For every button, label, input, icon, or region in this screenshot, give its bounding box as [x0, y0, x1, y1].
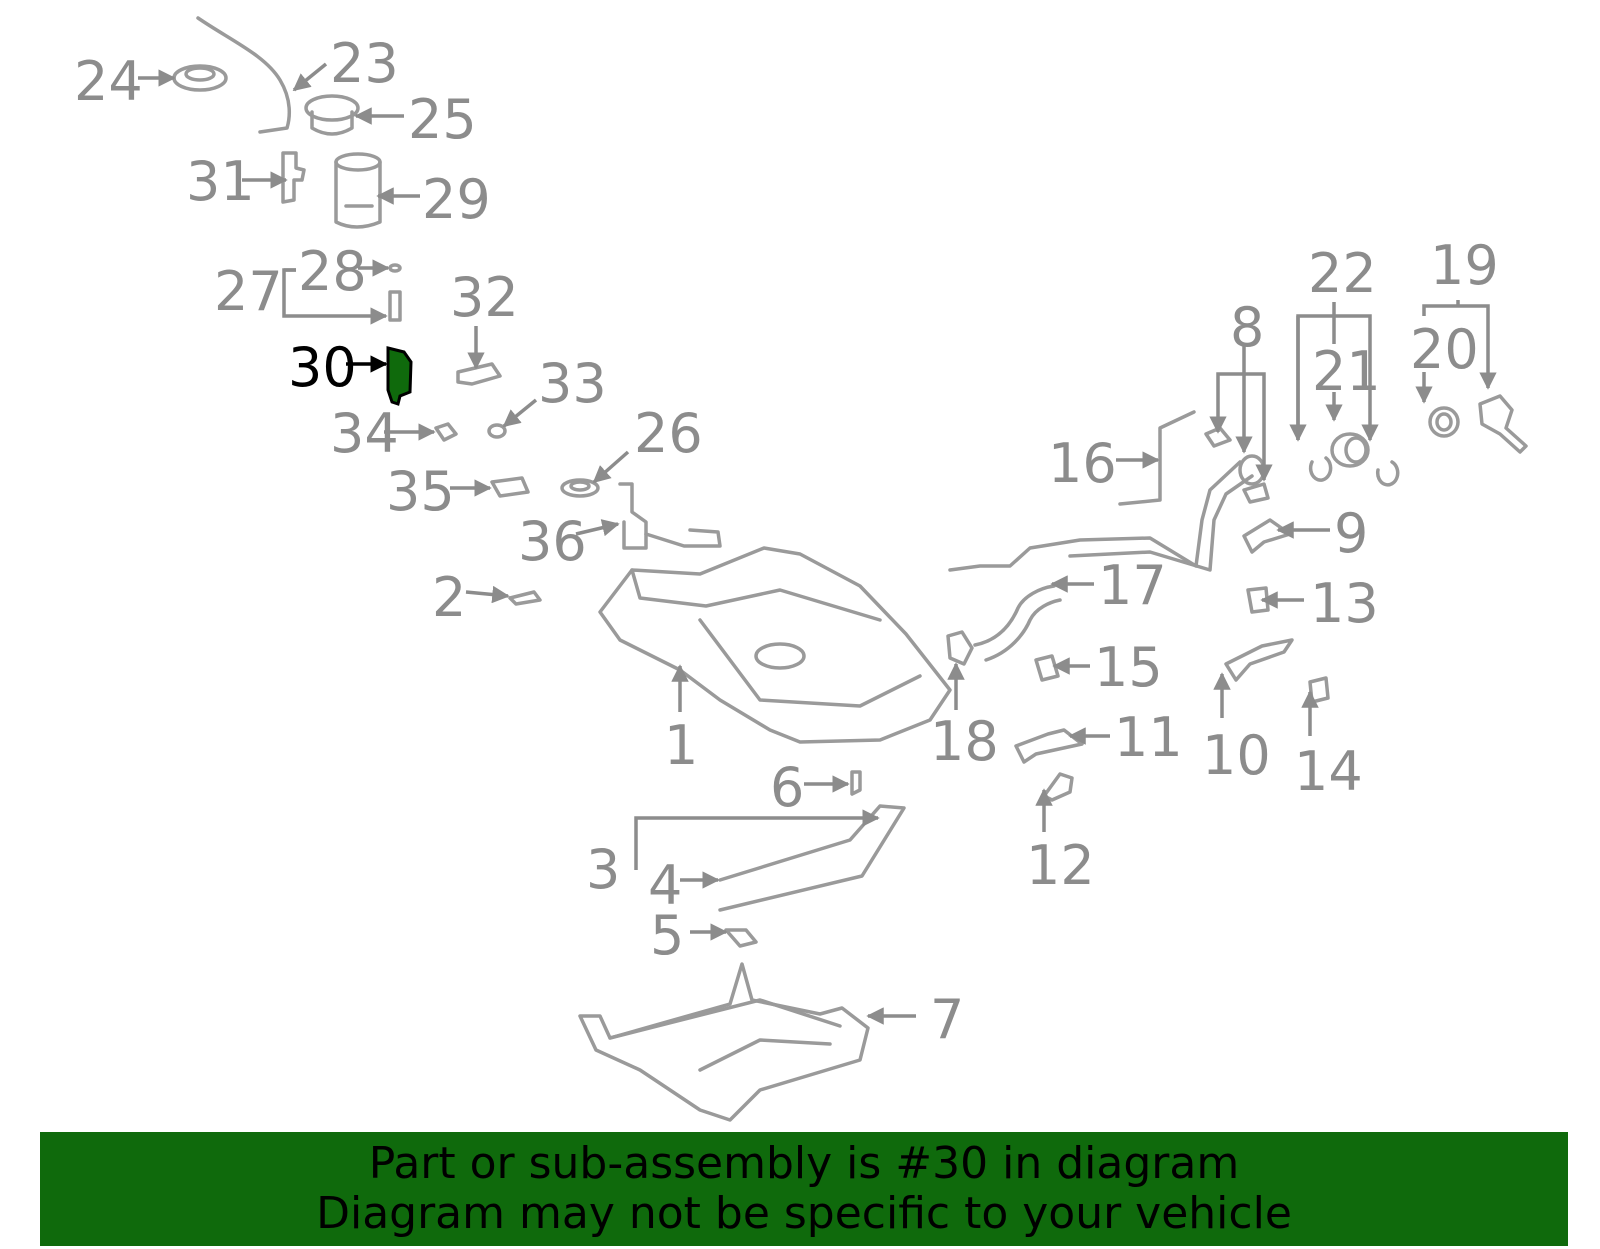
label-3: 3 [586, 838, 620, 901]
label-16: 16 [1048, 432, 1117, 495]
part-35-connector [490, 476, 530, 498]
part-26-gasket-ring [560, 478, 600, 498]
part-20-gasket [1428, 406, 1460, 438]
label-29: 29 [422, 168, 491, 231]
part-14-clip [1308, 676, 1330, 704]
part-23-wire-harness [196, 16, 292, 134]
label-1: 1 [664, 714, 698, 777]
label-28: 28 [298, 240, 367, 303]
part-16-breather-pipe [1118, 410, 1196, 506]
banner-line-1: Part or sub-assembly is #30 in diagram [368, 1138, 1240, 1189]
part-25-cap [304, 94, 360, 136]
part-15-clip [1034, 654, 1060, 682]
part-3-strap [718, 804, 906, 912]
label-20: 20 [1410, 318, 1479, 381]
label-33: 33 [538, 352, 607, 415]
part-10-bracket [1224, 638, 1294, 682]
part-24-gasket [172, 64, 228, 92]
part-19-cap [1478, 394, 1528, 454]
banner-line-2: Diagram may not be specific to your vehi… [316, 1188, 1292, 1239]
part-36-sender [618, 482, 722, 550]
label-22: 22 [1308, 242, 1377, 305]
part-29-pump-body [334, 152, 382, 229]
part-7-protector [578, 962, 870, 1122]
part-13-clip [1246, 586, 1270, 614]
part-1-fuel-tank [598, 546, 952, 744]
part-27-filter [388, 290, 402, 322]
label-21: 21 [1312, 340, 1381, 403]
label-4: 4 [648, 854, 682, 917]
part-5-pad [724, 928, 758, 948]
label-11: 11 [1114, 706, 1183, 769]
label-12: 12 [1026, 834, 1095, 897]
label-13: 13 [1310, 572, 1379, 635]
label-30-highlighted[interactable]: 30 [288, 336, 357, 399]
label-17: 17 [1098, 554, 1167, 617]
part-18-clamp [946, 630, 974, 666]
part-31-clip [281, 151, 306, 204]
part-28-pin [388, 263, 402, 273]
info-banner: Part or sub-assembly is #30 in diagram D… [40, 1132, 1568, 1246]
label-34: 34 [330, 402, 399, 465]
part-17-hose [973, 584, 1062, 662]
label-26: 26 [634, 402, 703, 465]
part-21-seal [1330, 432, 1370, 468]
callout-labels: 24 23 25 31 29 28 27 30 32 33 34 26 35 3… [74, 32, 1499, 1051]
label-5: 5 [650, 904, 684, 967]
label-2: 2 [432, 566, 466, 629]
label-36: 36 [518, 510, 587, 573]
label-14: 14 [1294, 740, 1363, 803]
part-32-bracket [456, 362, 502, 386]
label-35: 35 [386, 460, 455, 523]
label-31: 31 [186, 150, 255, 213]
label-18: 18 [930, 710, 999, 773]
label-15: 15 [1094, 636, 1163, 699]
part-12-clamp [1042, 772, 1074, 802]
label-27: 27 [214, 260, 283, 323]
leader-lines [138, 62, 1497, 1025]
label-10: 10 [1202, 724, 1271, 787]
part-6-bolt [850, 770, 862, 796]
part-30-highlighted[interactable] [386, 346, 413, 406]
label-7: 7 [930, 988, 964, 1051]
label-32: 32 [450, 266, 519, 329]
label-8: 8 [1230, 296, 1264, 359]
part-33-grommet [487, 423, 507, 439]
part-34-clip [434, 422, 458, 442]
part-2-pad [508, 590, 542, 606]
label-24: 24 [74, 50, 143, 113]
label-19: 19 [1430, 234, 1499, 297]
part-22-snap-rings [1308, 456, 1400, 487]
label-9: 9 [1334, 502, 1368, 565]
part-9-bracket [1242, 518, 1292, 554]
label-23: 23 [330, 32, 399, 95]
part-8-clamp-b [1242, 482, 1270, 504]
label-25: 25 [408, 88, 477, 151]
label-6: 6 [770, 756, 804, 819]
